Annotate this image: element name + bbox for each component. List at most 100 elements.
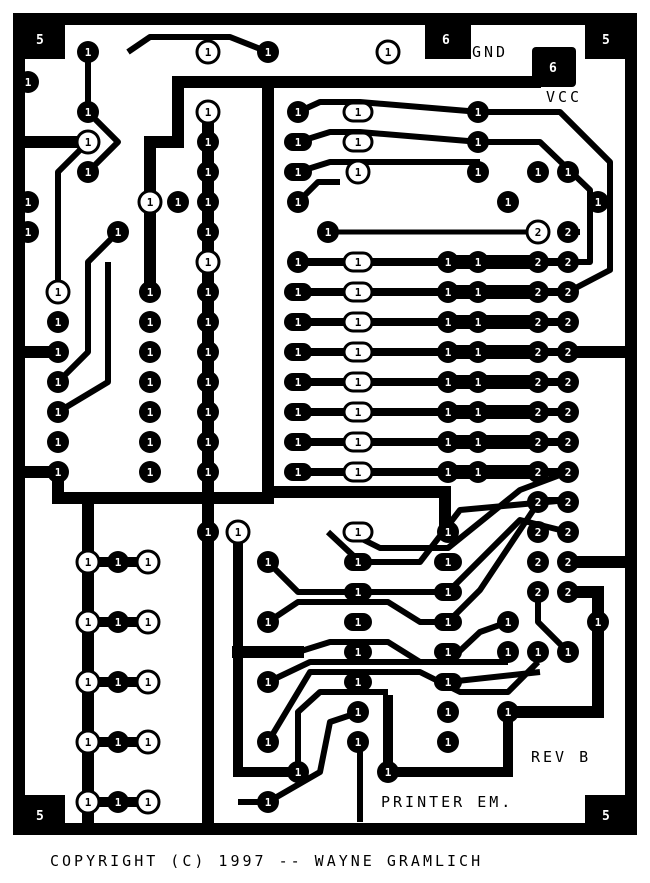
pad-label: 1 bbox=[147, 466, 154, 479]
pad bbox=[347, 731, 369, 753]
pad-label: 1 bbox=[295, 376, 302, 389]
pad-label: 1 bbox=[565, 166, 572, 179]
pad bbox=[197, 431, 219, 453]
corner-block-top-right bbox=[585, 19, 631, 59]
pad bbox=[197, 461, 219, 483]
pad bbox=[139, 281, 161, 303]
pad-label: 1 bbox=[205, 46, 212, 59]
pad bbox=[197, 281, 219, 303]
pad-label: 1 bbox=[265, 46, 272, 59]
pad bbox=[557, 371, 579, 393]
gnd-block bbox=[425, 19, 471, 59]
pad bbox=[344, 583, 372, 601]
pad bbox=[557, 161, 579, 183]
pad-label: 1 bbox=[25, 226, 32, 239]
pad bbox=[497, 701, 519, 723]
pad bbox=[527, 551, 549, 573]
pad-label: 1 bbox=[445, 346, 452, 359]
pad bbox=[107, 611, 129, 633]
pad-label: 1 bbox=[205, 406, 212, 419]
pad bbox=[527, 371, 549, 393]
pad bbox=[467, 161, 489, 183]
pad bbox=[527, 641, 549, 663]
pad bbox=[17, 221, 39, 243]
pad bbox=[342, 521, 374, 543]
pad-label: 1 bbox=[55, 436, 62, 449]
pad bbox=[342, 101, 374, 123]
pad-label: 1 bbox=[205, 106, 212, 119]
pad-label: 1 bbox=[145, 796, 152, 809]
pad bbox=[77, 41, 99, 63]
pad bbox=[167, 191, 189, 213]
pad-label: 1 bbox=[295, 466, 302, 479]
pad bbox=[284, 433, 312, 451]
pad bbox=[557, 221, 579, 243]
pad-label: 2 bbox=[535, 286, 542, 299]
pad-label: 1 bbox=[265, 736, 272, 749]
pad bbox=[47, 461, 69, 483]
pad-label: 1 bbox=[85, 136, 92, 149]
pad-label: 1 bbox=[445, 376, 452, 389]
pad-label: 1 bbox=[205, 136, 212, 149]
pad-label: 1 bbox=[565, 646, 572, 659]
pad-label: 2 bbox=[535, 496, 542, 509]
corner-label-br: 5 bbox=[602, 809, 610, 824]
pad-label: 1 bbox=[145, 616, 152, 629]
pad-label: 1 bbox=[355, 376, 362, 389]
pad bbox=[557, 311, 579, 333]
pad-label: 1 bbox=[235, 526, 242, 539]
pad-label: 1 bbox=[205, 376, 212, 389]
pad-label: 1 bbox=[205, 226, 212, 239]
pad-label: 1 bbox=[385, 766, 392, 779]
pad-label: 1 bbox=[55, 406, 62, 419]
pad-label: 1 bbox=[355, 136, 362, 149]
pad-label: 1 bbox=[445, 316, 452, 329]
pad-label: 1 bbox=[475, 166, 482, 179]
pad bbox=[527, 581, 549, 603]
pad bbox=[284, 313, 312, 331]
pad-label: 1 bbox=[445, 256, 452, 269]
pad-label: 1 bbox=[295, 316, 302, 329]
pad bbox=[342, 311, 374, 333]
pad bbox=[437, 731, 459, 753]
pad-label: 2 bbox=[565, 586, 572, 599]
pad bbox=[197, 161, 219, 183]
pad-label: 1 bbox=[445, 616, 452, 629]
pad-label: 1 bbox=[205, 286, 212, 299]
pad bbox=[525, 219, 551, 245]
pad bbox=[587, 611, 609, 633]
pad-label: 1 bbox=[85, 676, 92, 689]
pad-label: 1 bbox=[445, 286, 452, 299]
pad bbox=[197, 311, 219, 333]
pad-label: 1 bbox=[25, 196, 32, 209]
pad bbox=[497, 641, 519, 663]
pad bbox=[75, 729, 101, 755]
pad bbox=[284, 133, 312, 151]
pad-label: 1 bbox=[205, 346, 212, 359]
pad bbox=[195, 249, 221, 275]
pad bbox=[137, 189, 163, 215]
pad-label: 1 bbox=[355, 316, 362, 329]
pad bbox=[77, 101, 99, 123]
pad-label: 1 bbox=[85, 796, 92, 809]
pad-label: 2 bbox=[565, 286, 572, 299]
pad-label: 1 bbox=[55, 286, 62, 299]
pad bbox=[47, 371, 69, 393]
pad bbox=[434, 583, 462, 601]
pad bbox=[527, 431, 549, 453]
corner-block-top-left bbox=[19, 19, 65, 59]
pad-label: 1 bbox=[445, 556, 452, 569]
pad bbox=[197, 221, 219, 243]
pad-label: 1 bbox=[445, 406, 452, 419]
pad bbox=[257, 41, 279, 63]
pad-label: 1 bbox=[505, 646, 512, 659]
pad bbox=[557, 551, 579, 573]
pad bbox=[47, 311, 69, 333]
pad-label: 1 bbox=[295, 196, 302, 209]
pad bbox=[557, 251, 579, 273]
pad-layer: 1 1 1 1 1 1 1 1 1 1 1 1 1 1 1 1 1 1 1 1 1 1 1 1 1 1 1 1 1 1 1 1 1 1 1 1 1 1 1 1… bbox=[17, 39, 609, 815]
corner-block-bottom-right bbox=[585, 795, 631, 835]
pad-label: 1 bbox=[205, 256, 212, 269]
pad bbox=[557, 521, 579, 543]
pad-label: 1 bbox=[355, 526, 362, 539]
